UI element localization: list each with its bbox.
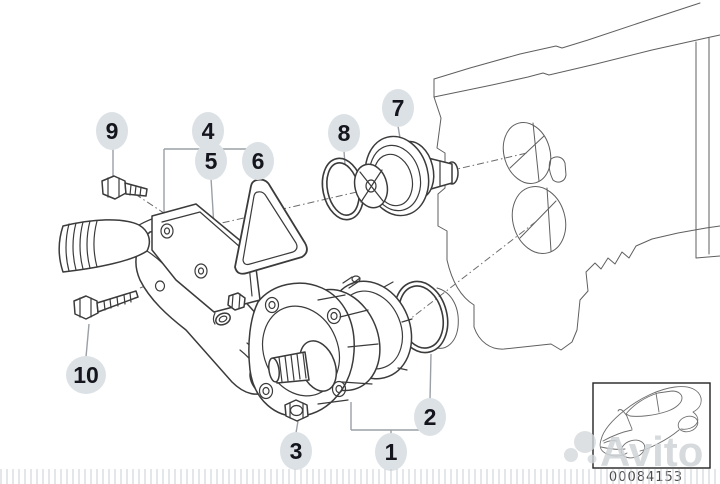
svg-text:8: 8 [338,120,351,146]
avito-logo-icon [564,431,597,464]
callout-3: 3 [280,432,312,470]
callout-9: 9 [96,112,128,150]
callout-1: 1 [375,433,407,471]
callout-10: 10 [66,356,106,394]
car-outline-drawing [599,386,702,459]
callout-4: 4 [192,112,224,150]
callout-5: 5 [195,142,227,180]
callout-7: 7 [382,89,414,127]
svg-text:3: 3 [290,438,303,464]
svg-text:9: 9 [106,118,119,144]
svg-text:1: 1 [385,439,398,465]
callout-balloons: 1 2 3 4 5 6 7 8 [66,89,446,471]
car-thumbnail: 00084153 [592,382,711,484]
housing-gasket-drawing [234,178,308,275]
watermark-text: Avito [600,428,703,475]
image-code: 00084153 [609,470,683,484]
engine-block-drawing [433,2,720,351]
svg-text:2: 2 [424,404,437,430]
callout-8: 8 [328,114,360,152]
thermostat-drawing [353,135,459,217]
bolt-10-drawing [73,290,139,320]
svg-text:7: 7 [392,95,405,121]
water-pump-drawing [248,275,413,422]
svg-text:6: 6 [252,148,265,174]
svg-text:5: 5 [205,148,218,174]
callout-6: 6 [242,142,274,180]
avito-watermark: Avito [564,428,703,475]
svg-text:4: 4 [202,118,215,144]
svg-text:10: 10 [73,362,99,388]
bolt-9-drawing [101,175,148,200]
callout-2: 2 [414,398,446,436]
